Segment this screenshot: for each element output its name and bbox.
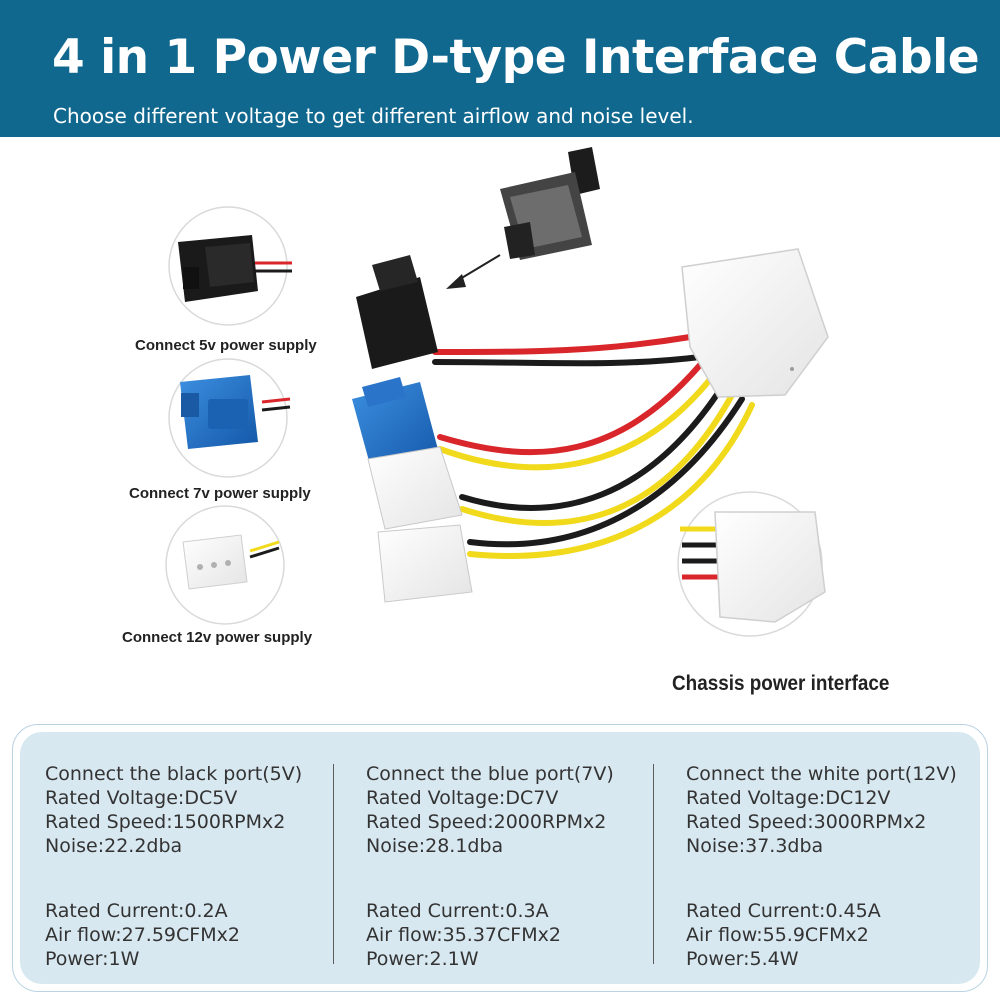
white-port-detail [165,505,285,625]
spec-voltage: Rated Voltage:DC12V [686,787,891,809]
spec-noise: Noise:22.2dba [45,835,183,857]
spec-speed: Rated Speed:1500RPMx2 [45,811,286,833]
spec-airflow: Air flow:55.9CFMx2 [686,924,869,946]
page-title: 4 in 1 Power D-type Interface Cable [52,30,980,85]
spacer [45,858,302,899]
spec-power: Power:5.4W [686,948,799,970]
page-subtitle: Choose different voltage to get differen… [53,104,694,128]
spec-speed: Rated Speed:3000RPMx2 [686,811,927,833]
cable-illustration [165,147,829,637]
spec-heading: Connect the blue port(7V) [366,763,614,785]
molex-connector [681,248,829,398]
spec-current: Rated Current:0.45A [686,900,881,922]
black-connector [356,255,438,369]
spec-heading: Connect the black port(5V) [45,763,303,785]
white-connector-2 [377,524,473,603]
chassis-port-detail [677,491,826,637]
spec-voltage: Rated Voltage:DC5V [45,787,238,809]
column-divider [653,764,654,964]
black-port-detail [168,206,292,326]
caption-7v: Connect 7v power supply [129,485,311,502]
caption-chassis: Chassis power interface [672,672,890,695]
caption-12v: Connect 12v power supply [122,629,313,646]
spec-panel: Connect the black port(5V) Rated Voltage… [12,724,988,992]
spacer [686,858,957,899]
spec-noise: Noise:28.1dba [366,835,504,857]
blue-connector [352,377,440,472]
white-connector-1 [367,446,463,530]
spec-noise: Noise:37.3dba [686,835,824,857]
spacer [366,858,614,899]
spec-airflow: Air flow:35.37CFMx2 [366,924,561,946]
fan-plug [500,147,600,260]
blue-port-detail [168,358,291,478]
spec-column-blue: Connect the blue port(7V) Rated Voltage:… [366,762,614,971]
spec-voltage: Rated Voltage:DC7V [366,787,559,809]
header-banner: 4 in 1 Power D-type Interface Cable Choo… [0,0,1000,137]
spec-airflow: Air flow:27.59CFMx2 [45,924,240,946]
spec-current: Rated Current:0.2A [45,900,228,922]
spec-column-white: Connect the white port(12V) Rated Voltag… [686,762,957,971]
spec-power: Power:1W [45,948,140,970]
wires [432,334,755,560]
caption-5v: Connect 5v power supply [135,337,317,354]
spec-speed: Rated Speed:2000RPMx2 [366,811,607,833]
spec-heading: Connect the white port(12V) [686,763,957,785]
spec-column-black: Connect the black port(5V) Rated Voltage… [45,762,302,971]
spec-power: Power:2.1W [366,948,479,970]
spec-panel-inner: Connect the black port(5V) Rated Voltage… [20,732,980,984]
column-divider [333,764,334,964]
spec-current: Rated Current:0.3A [366,900,549,922]
